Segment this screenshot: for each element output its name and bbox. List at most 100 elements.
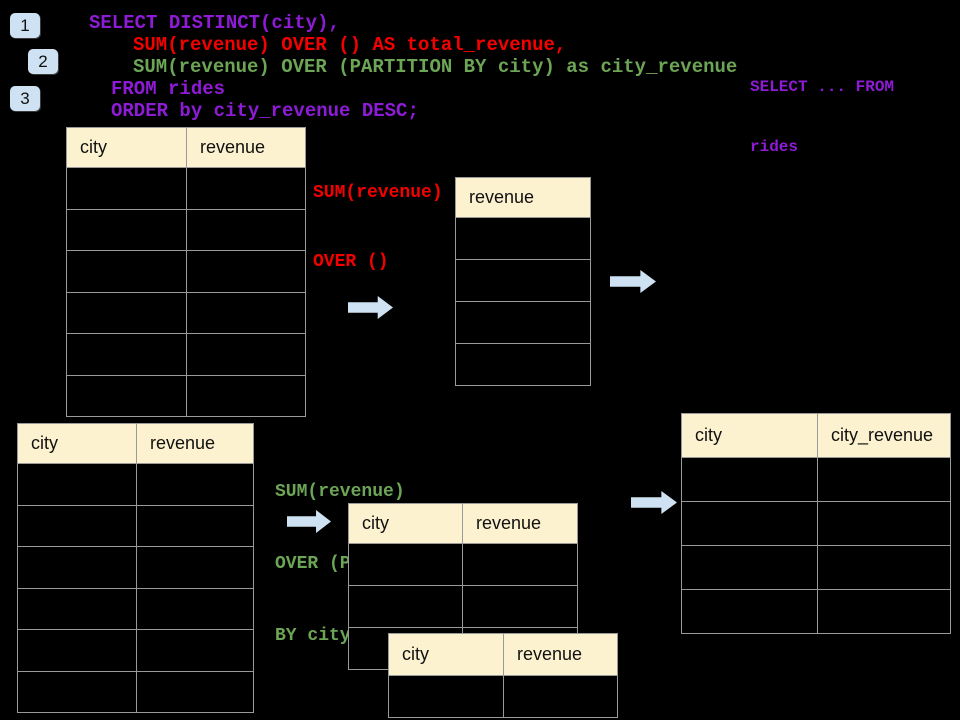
table-total-result: revenue: [455, 177, 591, 386]
table-city-result-header-city: city: [681, 413, 818, 458]
sql-line-from: FROM rides: [111, 78, 226, 100]
annotation-total-revenue-line1: SUM(revenue): [313, 183, 443, 203]
empty-cell: [136, 546, 254, 589]
empty-cell: [817, 501, 951, 546]
empty-cell: [186, 208, 306, 251]
empty-cell: [817, 589, 951, 634]
annotation-total-revenue-line2: OVER (): [313, 252, 389, 272]
empty-cell: [17, 629, 137, 672]
empty-cell: [136, 629, 254, 672]
table-partition-overlay: city revenue: [388, 633, 618, 718]
sql-line-order-by: ORDER by city_revenue DESC;: [111, 100, 419, 122]
table-row: [66, 167, 306, 210]
empty-cell: [462, 585, 578, 628]
empty-cell: [681, 501, 818, 546]
annotation-select-from: SELECT ... FROM rides: [750, 37, 894, 177]
table-row: [681, 545, 951, 590]
empty-cell: [136, 587, 254, 630]
table-row: [17, 629, 254, 672]
table-rides-top-header-city: city: [66, 127, 187, 168]
table-row: [388, 675, 618, 718]
empty-cell: [817, 545, 951, 590]
annotation-total-revenue: SUM(revenue) OVER (): [313, 136, 443, 297]
empty-cell: [136, 504, 254, 547]
step-badge-1: 1: [10, 13, 40, 38]
table-row: [66, 250, 306, 293]
empty-cell: [66, 333, 187, 376]
table-row: [455, 217, 591, 260]
empty-cell: [186, 291, 306, 334]
annotation-select-from-line2: rides: [750, 138, 799, 156]
empty-cell: [17, 504, 137, 547]
sql-line-select: SELECT DISTINCT(city),: [89, 12, 340, 34]
table-rides-bottom-header-revenue: revenue: [136, 423, 254, 464]
table-partition-mid-header-revenue: revenue: [462, 503, 578, 544]
annotation-partition-by-line1: SUM(revenue): [275, 482, 405, 502]
empty-cell: [817, 457, 951, 502]
table-row: [455, 259, 591, 302]
table-row: [66, 333, 306, 376]
empty-cell: [17, 670, 137, 713]
annotation-select-from-line1: SELECT ... FROM: [750, 78, 895, 96]
table-partition-mid: city revenue: [348, 503, 578, 670]
empty-cell: [17, 587, 137, 630]
empty-cell: [681, 545, 818, 590]
table-partition-overlay-header-row: city revenue: [388, 633, 618, 676]
step-badge-3: 3: [10, 86, 40, 111]
table-partition-mid-header-city: city: [348, 503, 463, 544]
step-badge-1-label: 1: [20, 15, 30, 35]
table-rides-bottom: city revenue: [17, 423, 254, 713]
arrow-right-icon: [348, 296, 393, 319]
empty-cell: [136, 463, 254, 506]
table-rides-bottom-header-city: city: [17, 423, 137, 464]
table-row: [66, 291, 306, 334]
empty-cell: [388, 675, 504, 718]
table-partition-overlay-header-revenue: revenue: [503, 633, 618, 676]
empty-cell: [66, 291, 187, 334]
empty-cell: [455, 217, 591, 260]
empty-cell: [186, 167, 306, 210]
empty-cell: [17, 463, 137, 506]
table-row: [681, 589, 951, 634]
empty-cell: [462, 543, 578, 586]
empty-cell: [186, 250, 306, 293]
empty-cell: [455, 301, 591, 344]
table-rides-top-header-row: city revenue: [66, 127, 306, 168]
table-row: [455, 343, 591, 386]
step-badge-2: 2: [28, 49, 58, 74]
empty-cell: [66, 167, 187, 210]
table-rides-top-header-revenue: revenue: [186, 127, 306, 168]
table-row: [17, 463, 254, 506]
table-row: [681, 457, 951, 502]
table-row: [348, 543, 578, 586]
empty-cell: [186, 374, 306, 417]
empty-cell: [136, 670, 254, 713]
sql-line-total-sum: SUM(revenue) OVER () AS total_revenue,: [133, 34, 567, 56]
arrow-right-icon: [631, 491, 677, 514]
table-row: [17, 587, 254, 630]
table-row: [681, 501, 951, 546]
empty-cell: [455, 259, 591, 302]
empty-cell: [503, 675, 618, 718]
table-partition-mid-header-row: city revenue: [348, 503, 578, 544]
table-row: [348, 585, 578, 628]
sql-line-partition: SUM(revenue) OVER (PARTITION BY city) as…: [133, 56, 738, 78]
arrow-right-icon: [610, 270, 656, 293]
annotation-partition-by-line3: BY city): [275, 626, 362, 646]
table-row: [17, 546, 254, 589]
empty-cell: [66, 208, 187, 251]
table-city-result-header-row: city city_revenue: [681, 413, 951, 458]
empty-cell: [681, 589, 818, 634]
empty-cell: [348, 543, 463, 586]
table-city-result: city city_revenue: [681, 413, 951, 634]
empty-cell: [186, 333, 306, 376]
table-row: [17, 504, 254, 547]
empty-cell: [66, 374, 187, 417]
empty-cell: [455, 343, 591, 386]
table-rides-bottom-header-row: city revenue: [17, 423, 254, 464]
empty-cell: [348, 585, 463, 628]
table-row: [66, 374, 306, 417]
step-badge-3-label: 3: [20, 88, 30, 108]
table-row: [17, 670, 254, 713]
